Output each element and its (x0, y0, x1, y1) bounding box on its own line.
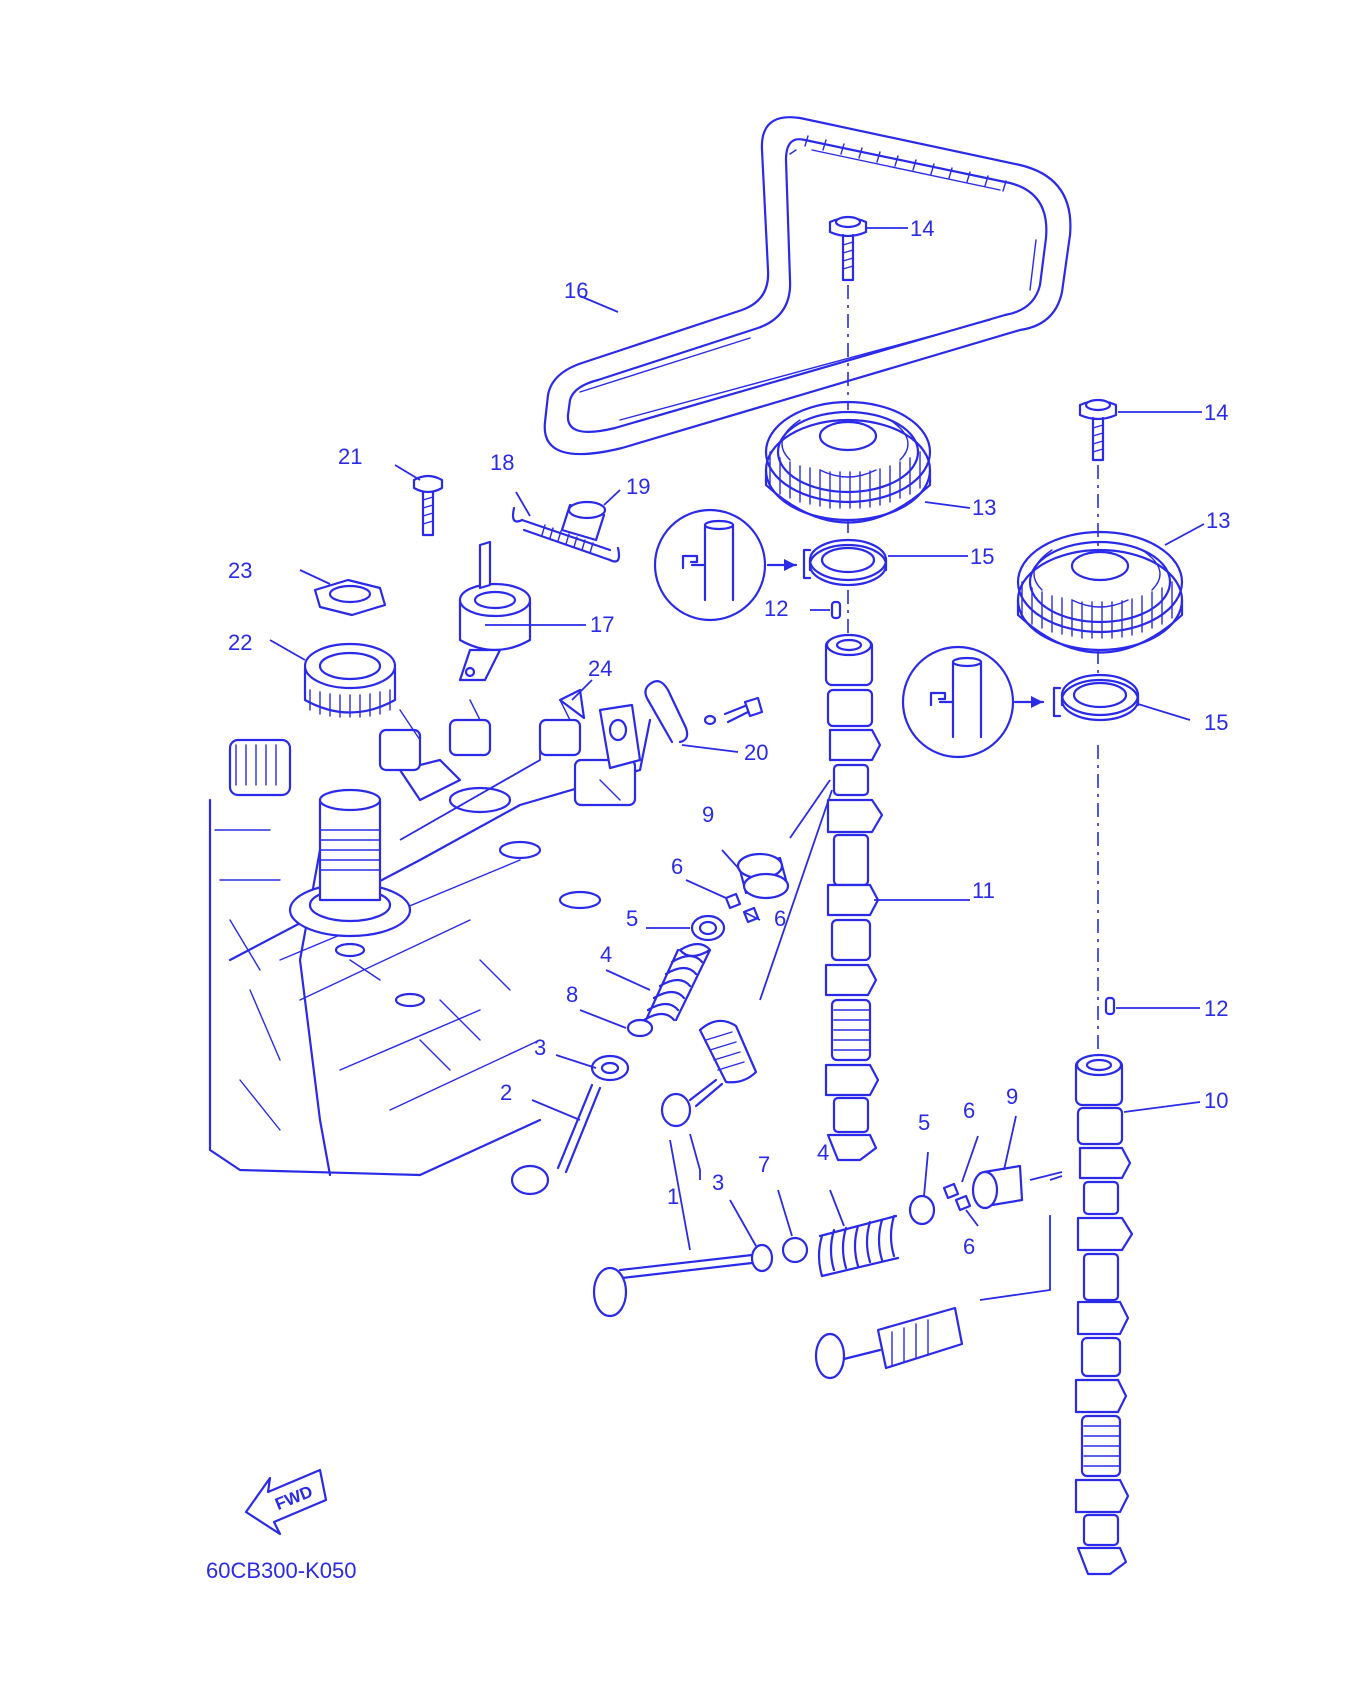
stopper-lever-part (644, 680, 764, 744)
callout-19: 19 (626, 474, 650, 499)
woodruff-key-part (558, 688, 586, 720)
oil-seal-part (1060, 673, 1140, 722)
callout-20: 20 (744, 740, 768, 765)
callout-14: 14 (1204, 400, 1228, 425)
callout-23: 23 (228, 558, 252, 583)
fwd-arrow-icon: FWD (244, 1468, 328, 1536)
spring-seat-part (750, 1243, 774, 1273)
assembly-leader-line (979, 1175, 1063, 1301)
callout-3: 3 (712, 1170, 724, 1195)
gear-bolt-part (828, 215, 868, 282)
callout-5: 5 (626, 906, 638, 931)
callout-10: 10 (1204, 1088, 1228, 1113)
callout-16: 16 (564, 278, 588, 303)
callout-11: 11 (972, 878, 995, 903)
callout-13: 13 (972, 495, 996, 520)
intake-valve-part (592, 1253, 754, 1318)
valve-stem-seal-part (781, 1236, 809, 1264)
callout-18: 18 (490, 450, 514, 475)
assembled-valve-part (660, 1019, 758, 1128)
valve-spring-part (817, 1214, 900, 1278)
callout-3: 3 (534, 1035, 546, 1060)
crankshaft-pulley-part (303, 642, 397, 718)
camshaft-part (824, 633, 884, 1162)
cam-pulley-part (764, 400, 932, 524)
tensioner-collar-part (560, 500, 607, 542)
valve-cotter-part (724, 892, 760, 924)
dowel-pin-part (830, 600, 842, 620)
callout-labels: 1 2 3 3 4 4 5 5 6 6 6 6 7 8 9 9 10 11 12… (228, 216, 1230, 1259)
assembly-leader-line (1029, 1171, 1063, 1181)
callout-9: 9 (702, 802, 714, 827)
callout-4: 4 (600, 942, 612, 967)
callout-21: 21 (338, 444, 362, 469)
callout-5: 5 (918, 1110, 930, 1135)
callout-2: 2 (500, 1080, 512, 1105)
drawing-code: 60CB300-K050 (206, 1558, 356, 1583)
flange-bolt-part (412, 474, 444, 537)
seal-detail-circle (901, 645, 1062, 759)
valve-spring-seat-part (590, 1054, 630, 1082)
callout-14: 14 (910, 216, 934, 241)
timing-belt-part (543, 116, 1072, 456)
callout-15: 15 (1204, 710, 1228, 735)
callout-4: 4 (817, 1140, 829, 1165)
callout-15: 15 (970, 544, 994, 569)
callout-24: 24 (588, 656, 612, 681)
callout-13: 13 (1206, 508, 1230, 533)
tensioner-part (458, 540, 532, 682)
lock-nut-part (313, 578, 387, 617)
valve-lifter-part (971, 1164, 1024, 1210)
spring-retainer-part (908, 1194, 936, 1226)
cam-pulley-part (1016, 530, 1184, 654)
dowel-pin-part (1104, 996, 1116, 1016)
seal-detail-circle (653, 508, 812, 622)
callout-22: 22 (228, 630, 252, 655)
callout-8: 8 (566, 982, 578, 1007)
bracket-plate-part (598, 703, 642, 770)
spring-retainer-part (690, 914, 726, 942)
callout-6: 6 (963, 1098, 975, 1123)
callout-9: 9 (1006, 1084, 1018, 1109)
cylinder-head-block (208, 699, 652, 1177)
tension-spring-part (511, 506, 621, 563)
valve-cotter-part (942, 1182, 972, 1212)
callout-6: 6 (671, 854, 683, 879)
camshaft-part (1074, 1053, 1134, 1576)
valve-spring-part (642, 942, 712, 1022)
callout-1: 1 (667, 1184, 679, 1209)
gear-bolt-part (1078, 398, 1118, 462)
assembled-valve-part (814, 1306, 964, 1380)
callout-12: 12 (764, 596, 788, 621)
callout-6: 6 (774, 906, 786, 931)
callout-12: 12 (1204, 996, 1228, 1021)
valve-lifter-part (736, 852, 790, 900)
oil-seal-part (808, 538, 888, 587)
callout-6: 6 (963, 1234, 975, 1259)
callout-17: 17 (590, 612, 614, 637)
callout-7: 7 (758, 1152, 770, 1177)
exhaust-valve-part (510, 1083, 602, 1196)
leader-lines (269, 227, 1205, 1251)
valve-stem-seal-part (626, 1018, 654, 1038)
